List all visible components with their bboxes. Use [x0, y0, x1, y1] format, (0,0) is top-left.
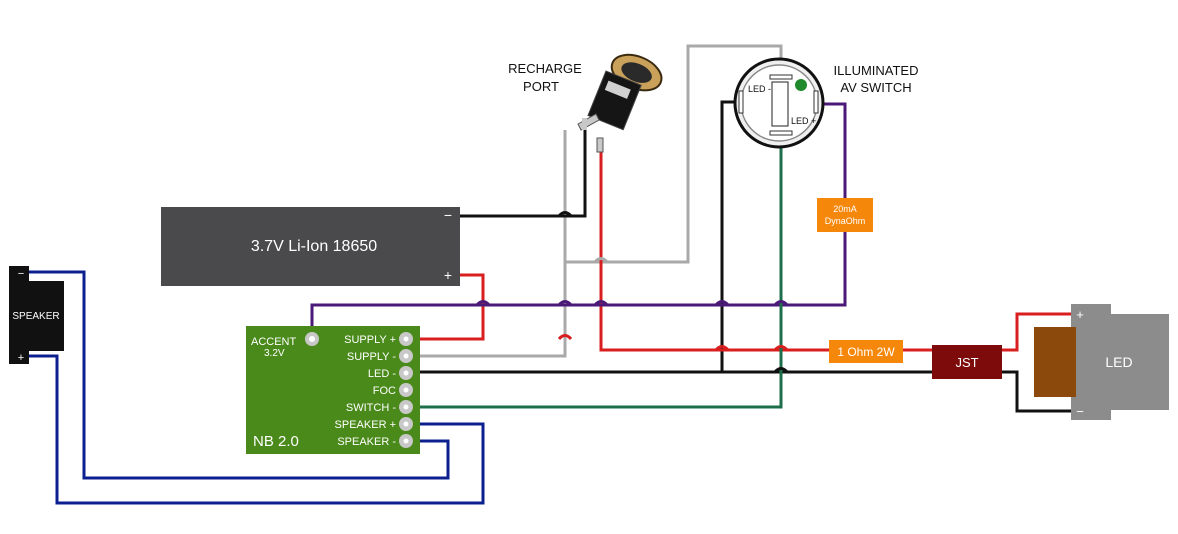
resistor-1ohm-label: 1 Ohm 2W: [837, 345, 895, 359]
board-pad-hole: [403, 336, 409, 342]
board-pad-hole: [403, 353, 409, 359]
switch-led-minus: LED -: [748, 84, 771, 94]
switch-label-line1: ILLUMINATED: [834, 63, 919, 78]
wire-black-battery: [456, 128, 587, 218]
speaker: SPEAKER − +: [9, 266, 64, 364]
wire-crossovers: [475, 211, 789, 374]
switch-led-plus: LED +: [791, 116, 816, 126]
speaker-plus-terminal: +: [18, 352, 24, 364]
illuminated-switch: LED - LED + ILLUMINATED AV SWITCH: [733, 57, 919, 149]
board-pad-label: FOC: [373, 385, 396, 397]
wire-black-led: [412, 370, 1072, 413]
wire-black-switch: [720, 100, 741, 372]
nb-board: NB 2.0 ACCENT 3.2V SUPPLY + SUPPLY - LED -…: [246, 326, 420, 454]
board-name: NB 2.0: [253, 433, 299, 450]
board-pad-hole: [403, 438, 409, 444]
wire-green: [412, 130, 783, 409]
board-pad-hole: [403, 404, 409, 410]
board-pad-label: SPEAKER +: [335, 419, 396, 431]
led-label: LED: [1105, 354, 1132, 370]
wire-purple: [310, 102, 847, 338]
recharge-label-line2: PORT: [523, 79, 559, 94]
board-pad-label: SUPPLY -: [347, 351, 396, 363]
led-plus-terminal: +: [1076, 307, 1084, 322]
wire-red-battery: [412, 273, 485, 341]
dynaohm-label-line2: DynaOhm: [825, 216, 866, 226]
battery-plus-terminal: +: [444, 267, 452, 283]
battery-label: 3.7V Li-Ion 18650: [251, 238, 377, 255]
wire-speaker-plus: [22, 354, 485, 505]
wire-speaker-minus: [22, 270, 450, 480]
board-pad-hole: [403, 370, 409, 376]
battery-minus-terminal: −: [444, 207, 452, 223]
wire-grey-switch: [565, 44, 783, 264]
led-minus-terminal: −: [1076, 404, 1084, 419]
board-pad-label: SPEAKER -: [337, 436, 396, 448]
speaker-minus-terminal: −: [18, 268, 24, 280]
accent-voltage: 3.2V: [264, 348, 285, 359]
speaker-label: SPEAKER: [12, 311, 59, 322]
switch-label-line2: AV SWITCH: [840, 80, 911, 95]
board-pad-label: LED -: [368, 368, 396, 380]
board-pad-label: SWITCH -: [346, 402, 396, 414]
board-pad-hole: [403, 387, 409, 393]
wire-red-led: [1000, 312, 1072, 352]
recharge-label-line1: RECHARGE: [508, 61, 582, 76]
board-pad-label: SUPPLY +: [344, 334, 396, 346]
led-module: LED + −: [1034, 304, 1169, 420]
dynaohm-label-line1: 20mA: [833, 204, 857, 214]
battery: 3.7V Li-Ion 18650 − +: [161, 207, 460, 286]
wire-grey-supply: [412, 130, 567, 358]
wire-red-recharge: [599, 148, 832, 352]
recharge-port: RECHARGE PORT: [508, 53, 663, 153]
resistor-1ohm: 1 Ohm 2W: [829, 340, 903, 363]
accent-label: ACCENT: [251, 336, 297, 348]
jst-label: JST: [955, 355, 978, 370]
board-pad-hole: [403, 421, 409, 427]
jst-connector: JST: [932, 345, 1002, 379]
dynaohm-resistor: 20mA DynaOhm: [817, 198, 873, 232]
switch-led-indicator: [795, 79, 807, 91]
